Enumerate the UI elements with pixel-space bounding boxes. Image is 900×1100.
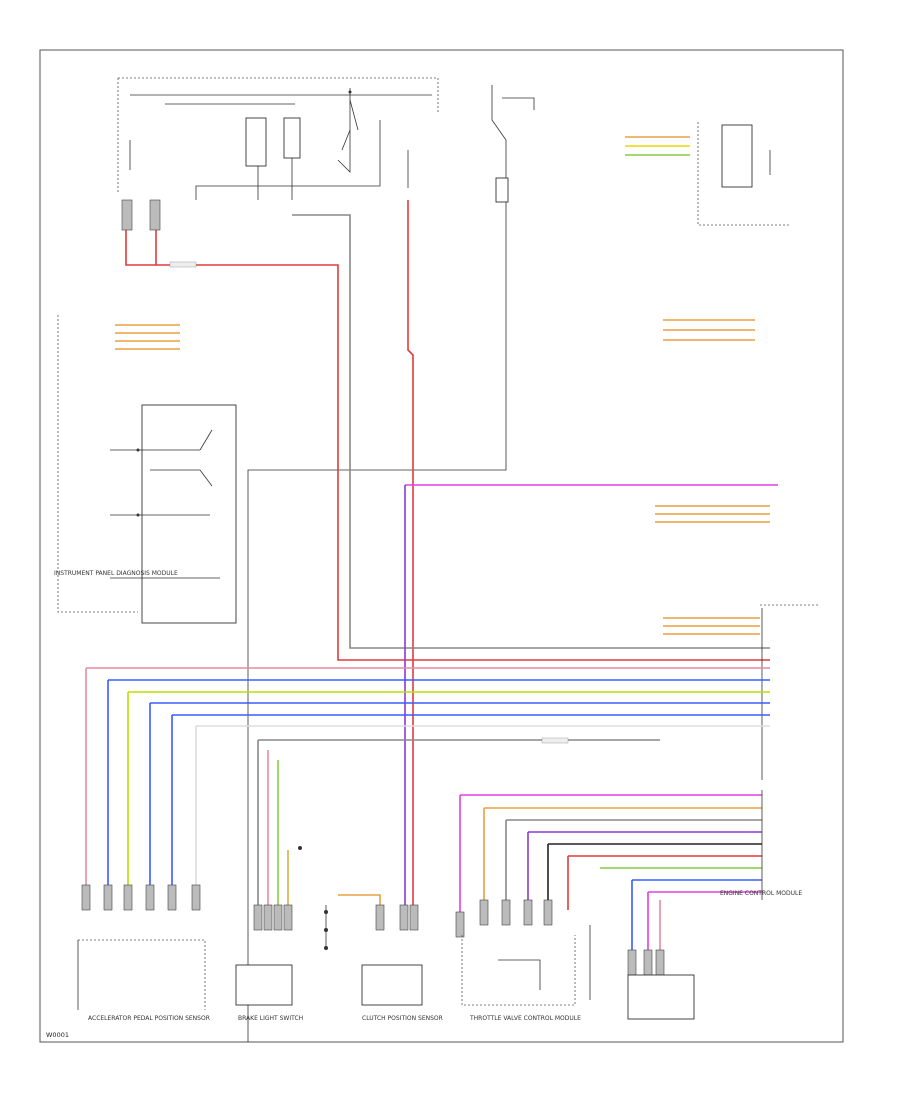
- throttle-module-label: THROTTLE VALVE CONTROL MODULE: [469, 1015, 581, 1022]
- bottom-connectors: [81, 884, 665, 976]
- page-code: W0001: [46, 1031, 69, 1039]
- right-mid-connectors: [663, 319, 820, 780]
- clutch-sensor-label: CLUTCH POSITION SENSOR: [362, 1015, 443, 1022]
- left-switch-module: [57, 315, 237, 624]
- ignition-relay: [247, 85, 535, 1042]
- clutch-sensor-wires: [324, 894, 381, 950]
- ecm-label: ENGINE CONTROL MODULE: [720, 890, 802, 897]
- diagram-frame: [39, 49, 844, 1043]
- bottom-components: [77, 925, 695, 1020]
- top-right-module: [625, 122, 790, 226]
- grey-trunk-wire: [292, 214, 770, 649]
- red-feed-wires: [121, 199, 770, 920]
- fuse-panel: [117, 77, 439, 200]
- brake-light-switch-label: BRAKE LIGHT SWITCH: [238, 1015, 303, 1022]
- accel-sensor-bundle: [85, 667, 770, 890]
- wire-tags: [169, 261, 569, 744]
- brake-switch-wires: [257, 739, 660, 910]
- ecm-lower-bundle: [459, 790, 763, 960]
- accel-sensor-label: ACCELERATOR PEDAL POSITION SENSOR: [88, 1015, 210, 1022]
- diagnosis-module-label: INSTRUMENT PANEL DIAGNOSIS MODULE: [54, 570, 178, 577]
